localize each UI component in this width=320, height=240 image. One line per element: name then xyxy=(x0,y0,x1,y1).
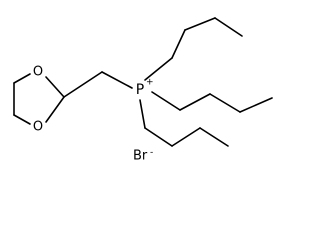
butyl-chain-lower xyxy=(139,99,229,147)
butyl-chain-right xyxy=(151,91,273,113)
bond-c4-o3 xyxy=(13,114,31,125)
oxygen-atom-lower: O xyxy=(33,120,43,135)
oxygen-atom-upper: O xyxy=(33,65,43,80)
bond-ch2-p xyxy=(101,71,133,89)
bromide-charge: - xyxy=(150,148,153,158)
bond-o1-c5 xyxy=(13,73,31,84)
phosphorus-charge: + xyxy=(146,78,154,88)
phosphorus-atom: P xyxy=(136,82,144,98)
bond-o3-c2 xyxy=(45,96,65,123)
dioxolane-ring xyxy=(13,73,65,125)
bromide-ion: Br xyxy=(133,149,148,164)
bond-c2-o1 xyxy=(45,76,65,98)
butyl-chain-upper xyxy=(144,17,243,81)
bond-c2-ch2 xyxy=(63,71,103,98)
chemical-structure-diagram: O O P + Br - xyxy=(13,17,273,164)
